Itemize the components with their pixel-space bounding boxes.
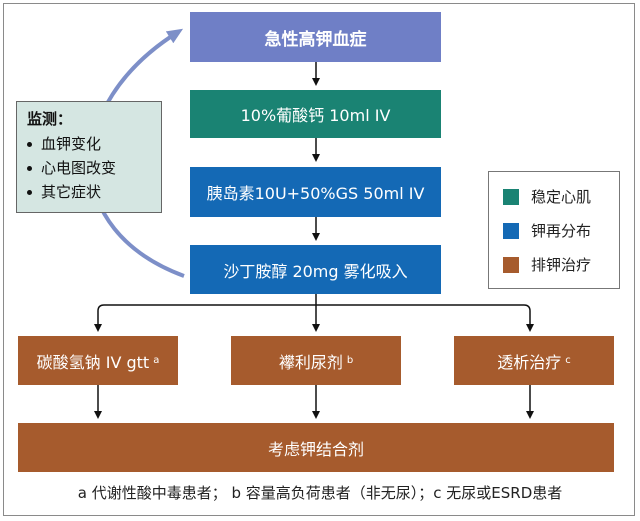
legend-swatch-blue — [503, 222, 519, 239]
bicarbonate-branch-label: 碳酸氢钠 IV gtt — [36, 352, 150, 372]
potassium-binder-label: 考虑钾结合剂 — [267, 439, 364, 459]
salbutamol-step-box: 沙丁胺醇 20mg 雾化吸入 — [190, 245, 441, 294]
bicarbonate-branch-box: 碳酸氢钠 IV gtt a — [18, 336, 178, 385]
legend-item-stabilize: 稳定心肌 — [503, 186, 591, 207]
dialysis-branch-label: 透析治疗 — [497, 352, 562, 372]
legend: 稳定心肌 钾再分布 排钾治疗 — [488, 171, 620, 289]
monitoring-item: 血钾变化 — [27, 132, 151, 156]
monitoring-box: 监测： 血钾变化 心电图改变 其它症状 — [16, 101, 162, 213]
legend-label-stabilize: 稳定心肌 — [531, 188, 592, 206]
legend-swatch-green — [503, 188, 519, 205]
loop-diuretic-branch-label: 襻利尿剂 — [278, 352, 343, 372]
title-box: 急性高钾血症 — [190, 12, 441, 62]
legend-item-excrete: 排钾治疗 — [503, 254, 591, 275]
bullet-icon — [27, 165, 32, 171]
bicarbonate-footnote-marker: a — [153, 355, 160, 366]
monitoring-item: 其它症状 — [27, 180, 151, 204]
salbutamol-step-label: 沙丁胺醇 20mg 雾化吸入 — [223, 261, 408, 281]
dialysis-branch-box: 透析治疗 c — [454, 336, 614, 385]
diagram-frame — [3, 3, 635, 516]
insulin-step-box: 胰岛素10U+50%GS 50ml IV — [190, 167, 441, 217]
loop-diuretic-branch-box: 襻利尿剂 b — [231, 336, 401, 385]
legend-label-excrete: 排钾治疗 — [531, 256, 592, 274]
calcium-step-box: 10%葡酸钙 10ml IV — [190, 90, 441, 138]
dialysis-footnote-marker: c — [565, 355, 571, 366]
bullet-icon — [27, 141, 32, 147]
footnote: a 代谢性酸中毒患者； b 容量高负荷患者（非无尿）；c 无尿或ESRD患者 — [77, 484, 563, 502]
legend-item-redistribute: 钾再分布 — [503, 220, 591, 241]
potassium-binder-box: 考虑钾结合剂 — [18, 423, 614, 472]
monitoring-item-label: 血钾变化 — [41, 135, 102, 153]
loop-diuretic-footnote-marker: b — [346, 355, 354, 366]
monitoring-list: 血钾变化 心电图改变 其它症状 — [27, 132, 151, 204]
monitoring-item-label: 心电图改变 — [41, 159, 117, 177]
bullet-icon — [27, 189, 32, 195]
monitoring-item-label: 其它症状 — [41, 183, 102, 201]
monitoring-title: 监测： — [27, 110, 73, 128]
legend-label-redistribute: 钾再分布 — [531, 222, 592, 240]
legend-swatch-brown — [503, 256, 519, 273]
calcium-step-label: 10%葡酸钙 10ml IV — [240, 106, 391, 125]
arrow-step3-to-branch3 — [316, 304, 534, 332]
insulin-step-label: 胰岛素10U+50%GS 50ml IV — [206, 184, 425, 203]
title-label: 急性高钾血症 — [264, 29, 367, 50]
monitoring-item: 心电图改变 — [27, 156, 151, 180]
arrow-step3-to-branch1 — [94, 304, 316, 332]
